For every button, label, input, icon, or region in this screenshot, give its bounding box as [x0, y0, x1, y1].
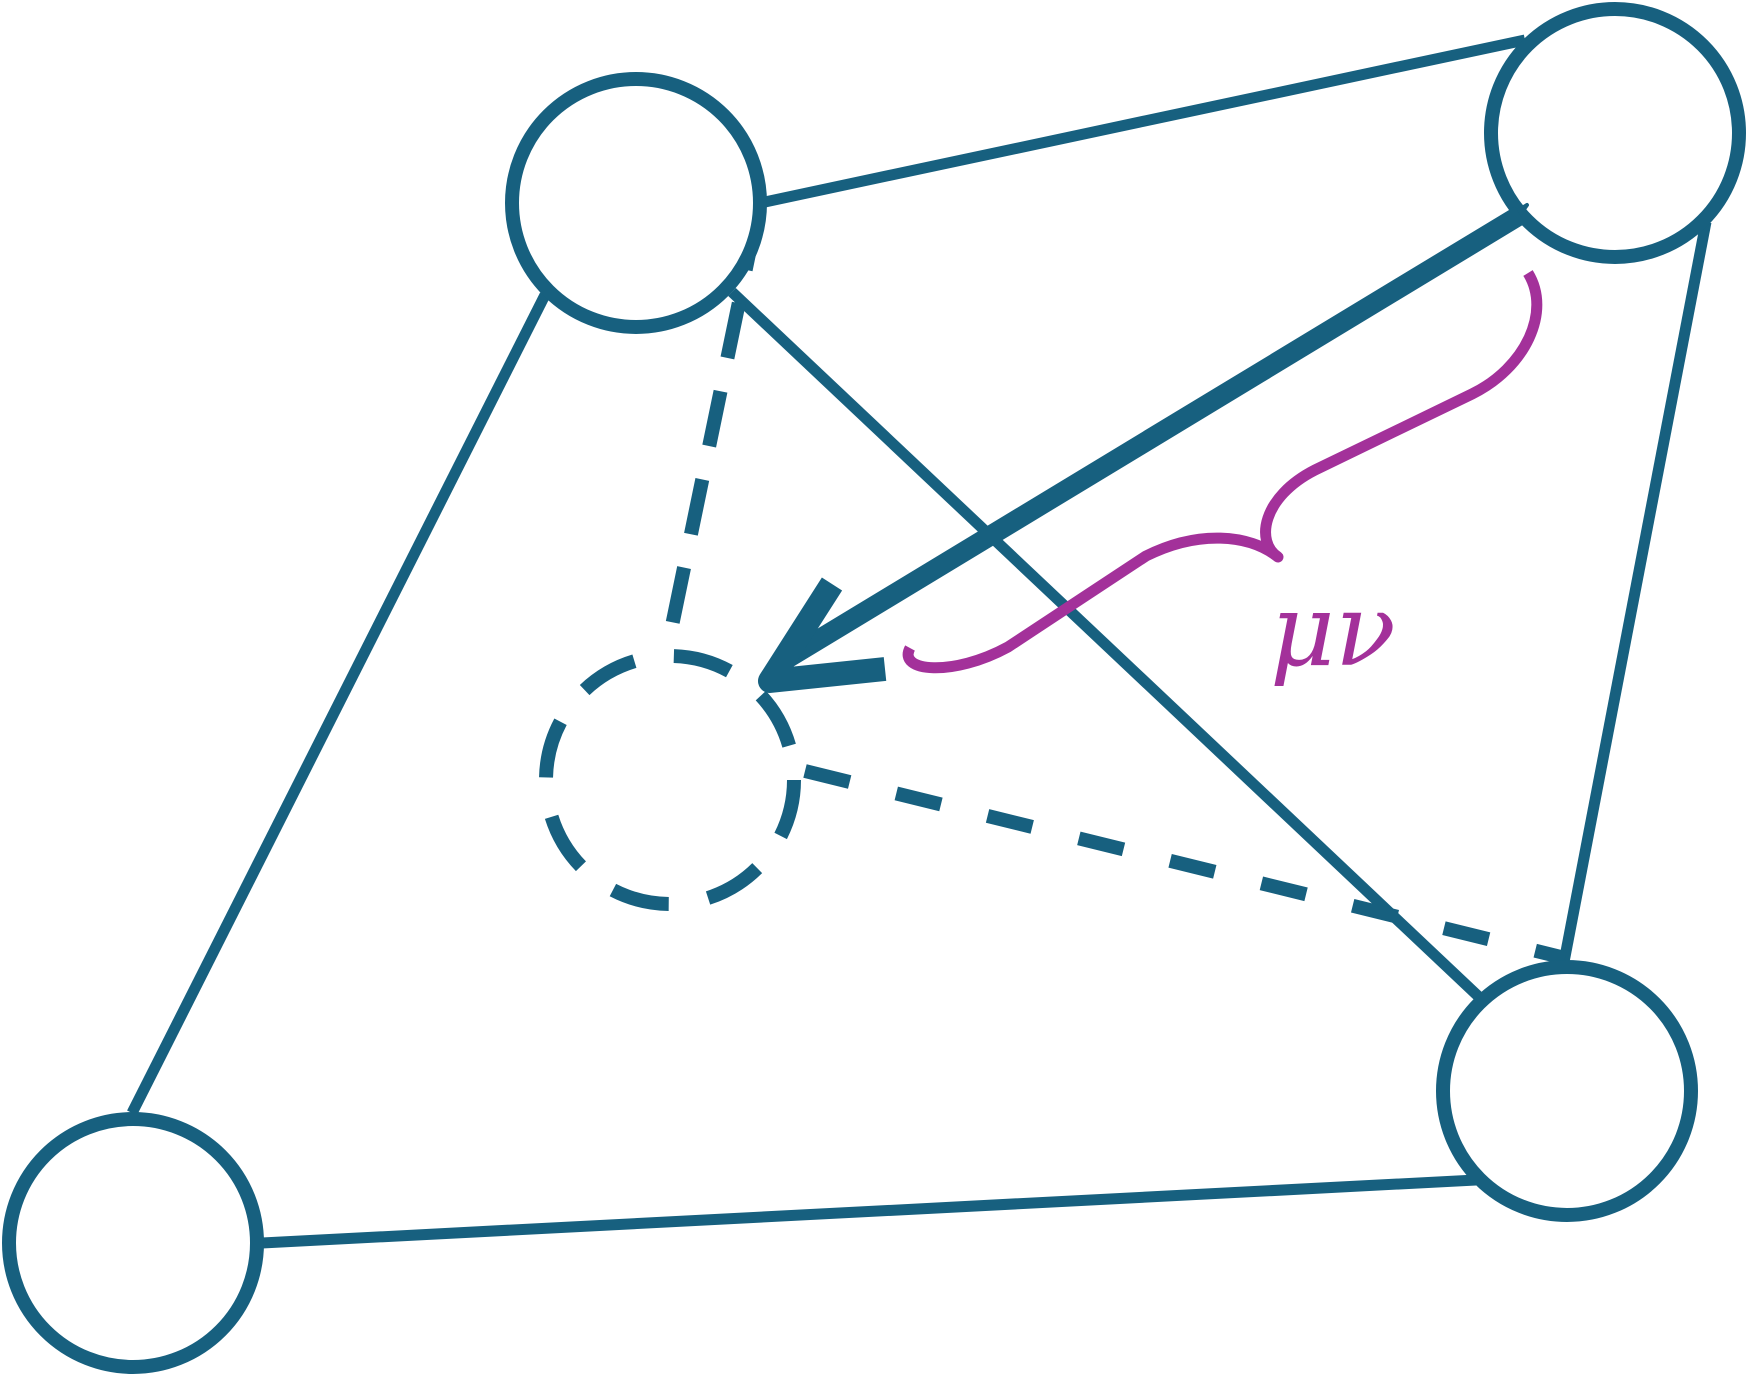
arrow-shaft-line — [779, 206, 1526, 669]
node-bottom-left — [2, 1112, 264, 1374]
curly-brace — [902, 270, 1543, 674]
node-top-right — [1484, 2, 1746, 264]
edge-bottom-left-bottom-right — [261, 1174, 1477, 1249]
edge-inner-bottom-right-dashed — [803, 764, 1567, 965]
edge-top-center-bottom-right — [728, 287, 1482, 1001]
solid-edges — [127, 34, 1712, 1249]
node-bottom-right — [1436, 960, 1698, 1222]
edge-top-center-bottom-left — [127, 292, 550, 1116]
bold-arrow — [758, 203, 1529, 693]
arrowhead — [758, 577, 887, 693]
dashed-edges — [660, 213, 1567, 965]
node-top-center — [505, 72, 767, 334]
brace-label: μν — [1270, 572, 1396, 689]
node-inner-dashed — [539, 649, 801, 911]
edge-top-center-top-right — [758, 34, 1527, 209]
edge-top-center-inner-dashed — [660, 213, 764, 652]
edge-top-right-bottom-right — [1558, 220, 1712, 964]
